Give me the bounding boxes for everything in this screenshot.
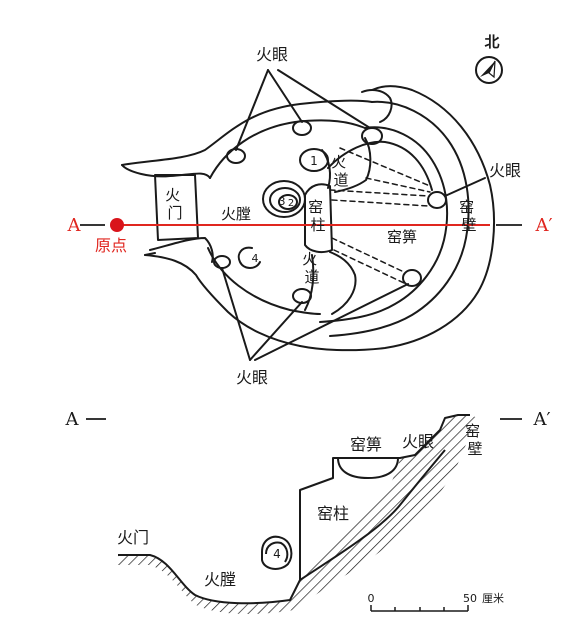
plan-labels: 火眼 火眼 火眼 火 道 火 道 窑 柱 窑 壁 火 门 火膛 窑箅 A A′ … — [67, 45, 553, 387]
label-section-a-prime: A′ — [532, 409, 550, 430]
label-pit-4: 4 — [252, 252, 259, 265]
label-section-end: A′ — [534, 215, 552, 236]
label-section-kiln-wall: 窑 壁 — [465, 422, 485, 458]
label-kiln-pillar-text: 窑 — [308, 198, 323, 216]
north-arrow-icon — [475, 56, 503, 84]
section-line — [80, 218, 522, 232]
scale-unit: 厘米 — [482, 592, 504, 605]
section-view — [86, 414, 522, 615]
label-kiln-grate: 窑箅 — [387, 228, 417, 246]
label-origin: 原点 — [95, 236, 127, 255]
scale-max: 50 — [463, 592, 477, 605]
label-fire-channel-lower: 火 道 — [302, 250, 322, 286]
label-pit-3: 3 — [279, 195, 286, 208]
scale-zero: 0 — [368, 592, 375, 605]
label-section-fire-gate: 火门 — [117, 528, 149, 547]
label-fire-channel-lower-text-2: 道 — [304, 268, 319, 286]
label-kiln-wall: 窑 壁 — [459, 198, 479, 234]
fire-eye-lower-right — [402, 269, 422, 287]
label-fire-gate-text: 火 — [165, 186, 180, 204]
pit-4 — [237, 246, 261, 269]
section-pit-4 — [261, 535, 293, 570]
label-fire-chamber: 火膛 — [221, 205, 251, 223]
fire-eye-top-right — [361, 127, 383, 145]
pit-3-2 — [262, 180, 306, 218]
label-fire-eye-bottom: 火眼 — [236, 368, 268, 387]
label-section-fire-chamber: 火膛 — [204, 570, 236, 589]
label-kiln-wall-text: 窑 — [459, 198, 474, 216]
label-section-kiln-pillar: 窑柱 — [317, 504, 349, 523]
label-fire-channel-upper-text-2: 道 — [333, 171, 348, 189]
scale-bar — [370, 605, 469, 612]
label-fire-gate-text-2: 门 — [167, 204, 182, 222]
label-fire-eye-top: 火眼 — [256, 45, 288, 64]
label-pit-1: 1 — [310, 154, 318, 168]
label-fire-channel-upper-text: 火 — [331, 153, 346, 171]
label-fire-channel-lower-text: 火 — [302, 250, 317, 268]
label-kiln-wall-text-2: 壁 — [461, 216, 476, 234]
fire-eye-bottom-center — [292, 288, 312, 304]
north-label: 北 — [484, 33, 499, 51]
pit-1 — [299, 148, 329, 172]
label-kiln-pillar-text-2: 柱 — [310, 216, 325, 234]
label-fire-gate: 火 门 — [165, 186, 185, 222]
fire-eye-right — [427, 191, 447, 209]
label-fire-channel-upper: 火 道 — [331, 153, 351, 189]
label-section-start: A — [67, 215, 82, 236]
label-pit-2: 2 — [288, 198, 294, 209]
label-section-a: A — [65, 409, 80, 430]
origin-point — [110, 218, 124, 232]
label-section-pit-4: 4 — [273, 547, 281, 561]
plan-view — [121, 69, 495, 361]
north-arrow: 北 — [475, 33, 503, 84]
fire-eye-top-center — [292, 120, 312, 136]
label-section-kiln-wall-text: 窑 — [465, 422, 480, 440]
label-section-kiln-wall-text-2: 壁 — [467, 440, 482, 458]
label-section-fire-eye: 火眼 — [402, 432, 434, 451]
label-kiln-pillar: 窑 柱 — [308, 198, 328, 234]
label-fire-eye-right: 火眼 — [489, 161, 521, 180]
section-labels: A A′ 窑箅 火眼 窑 壁 窑柱 火门 火膛 4 0 50 厘米 — [65, 409, 551, 605]
label-section-kiln-grate: 窑箅 — [350, 435, 382, 454]
fire-eye-top-left — [226, 148, 246, 164]
